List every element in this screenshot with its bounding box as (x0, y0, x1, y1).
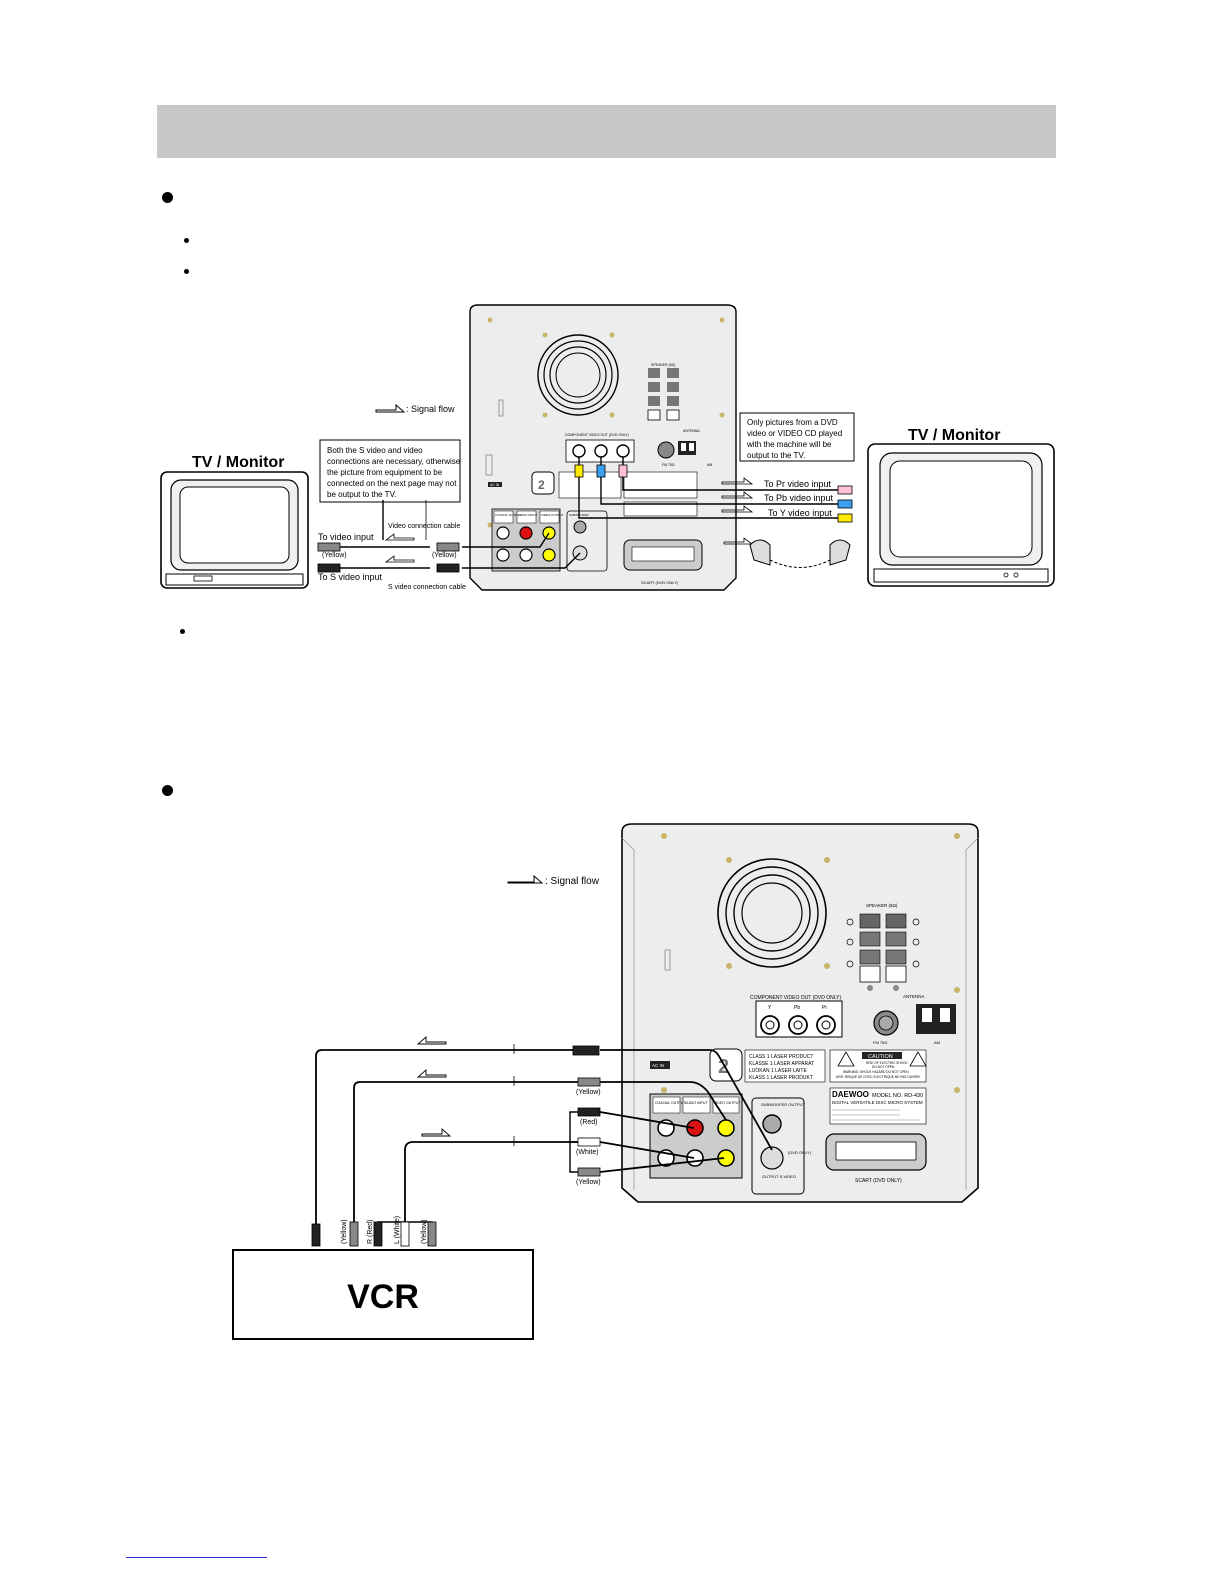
svg-text:AVIS: RISQUE DE CHOC ELECTRIQU: AVIS: RISQUE DE CHOC ELECTRIQUE-NE PAS O… (836, 1075, 921, 1079)
section-header-band (157, 105, 1056, 158)
svg-text:2: 2 (718, 1056, 729, 1078)
white-label: (White) (576, 1149, 599, 1156)
svg-text:R (Red): R (Red) (367, 1219, 374, 1244)
footer-rule (126, 1557, 267, 1558)
svg-text:Only pictures from a DVD: Only pictures from a DVD (747, 418, 838, 427)
bullet-sub-3 (180, 629, 185, 634)
bullet-sub-1 (184, 238, 189, 243)
svg-text:connections are necessary, oth: connections are necessary, otherwise (327, 457, 461, 466)
acin-label-2: AC IN (652, 1063, 664, 1068)
svg-text:OUTPUT S-VIDEO: OUTPUT S-VIDEO (762, 1174, 796, 1179)
svg-text:Both the S video and video: Both the S video and video (327, 446, 423, 455)
svg-text:KLASSE 1 LASER APPARAT: KLASSE 1 LASER APPARAT (749, 1061, 814, 1067)
signal-flow-legend-2: : Signal flow (507, 874, 600, 887)
tv-connection-diagram: : Signal flow TV / Monitor TV / Monitor … (160, 304, 1055, 591)
svg-text:connected on the next page may: connected on the next page may not (327, 479, 457, 488)
fm-label-2: FM 75Ω (873, 1040, 887, 1045)
vcr-title: VCR (347, 1278, 419, 1316)
component-label: COMPONENT VIDEO OUT (DVD ONLY) (565, 433, 629, 437)
yellow-bottom-label: (Yellow) (576, 1179, 601, 1186)
speaker-label: SPEAKER (6Ω) (651, 363, 675, 367)
svg-text:Pr: Pr (822, 1005, 827, 1011)
fm-label: FM 75Ω (662, 463, 675, 467)
bullet-main-2 (162, 785, 173, 796)
scart-label: SCART (DVD ONLY) (641, 580, 679, 585)
to-video-input-label: To video input (318, 532, 374, 542)
svg-text:CAUTION: CAUTION (868, 1054, 893, 1060)
video-output-label: VIDEO OUTPUT (541, 513, 564, 517)
left-cables (340, 500, 581, 569)
scart-cable (749, 539, 851, 568)
tv-left-title: TV / Monitor (192, 454, 284, 471)
speaker-label-2: SPEAKER (6Ω) (866, 903, 898, 908)
vcr-cables (315, 1049, 773, 1230)
signal-flow-legend: : Signal flow (375, 403, 455, 414)
coaxial-label: COAXIAL OUTPUT (495, 513, 521, 517)
unit-rear-panel-2: SPEAKER (6Ω) COMPONENT VIDEO OUT (DVD ON… (621, 823, 979, 1203)
to-y-label: To Y video input (768, 508, 832, 518)
svg-text:DAEWOO: DAEWOO (832, 1090, 869, 1099)
to-pr-label: To Pr video input (764, 479, 832, 489)
svg-text:video or VIDEO CD played: video or VIDEO CD played (747, 429, 842, 438)
svg-text:SCART (DVD ONLY): SCART (DVD ONLY) (855, 1178, 902, 1184)
svg-text:VIDEO OUTPUT: VIDEO OUTPUT (714, 1101, 741, 1105)
svg-text:MODEL NO. RD-430: MODEL NO. RD-430 (872, 1093, 923, 1099)
audio-input-label: AUDIO INPUT (518, 513, 538, 517)
svg-text:AUDIO INPUT: AUDIO INPUT (685, 1101, 708, 1105)
vcr-plugs: (Yellow) R (Red) L (White) (Yellow) (311, 1216, 437, 1247)
svg-text:CLASS 1 LASER PRODUCT: CLASS 1 LASER PRODUCT (749, 1054, 813, 1060)
svg-text:LUOKAN 1 LASER LAITE: LUOKAN 1 LASER LAITE (749, 1068, 807, 1074)
antenna-label-2: ANTENNA (903, 994, 925, 999)
svg-text:2: 2 (538, 478, 545, 492)
bullet-main-1 (162, 192, 173, 203)
yellow-left-label: (Yellow) (322, 552, 347, 559)
bullet-sub-2 (184, 269, 189, 274)
svg-text:COAXIAL OUTPUT: COAXIAL OUTPUT (655, 1101, 686, 1105)
vcr-box: VCR (232, 1249, 534, 1340)
am-label: AM (707, 463, 712, 467)
yellow-right-label: (Yellow) (432, 552, 457, 559)
svg-text:DO NOT OPEN: DO NOT OPEN (872, 1065, 895, 1069)
svg-text:(Yellow): (Yellow) (341, 1219, 348, 1244)
svg-text:Y: Y (768, 1005, 772, 1011)
signal-flow-text-2: : Signal flow (545, 876, 600, 887)
svg-text:SUBWOOFER OUTPUT: SUBWOOFER OUTPUT (761, 1102, 805, 1107)
am-label-2: AM (934, 1040, 940, 1045)
svg-text:KLASS 1 LASER PRODUKT: KLASS 1 LASER PRODUKT (749, 1075, 813, 1081)
svg-text:Pb: Pb (794, 1005, 800, 1011)
signal-flow-text: : Signal flow (406, 404, 455, 414)
tv-monitor-left: TV / Monitor (160, 454, 309, 589)
red-label: (Red) (580, 1119, 598, 1126)
yellow-top-label: (Yellow) (576, 1089, 601, 1096)
antenna-label: ANTENNA (683, 429, 700, 433)
svg-text:with the machine will be: with the machine will be (746, 440, 832, 449)
unit-rear-panel-1: SPEAKER (6Ω) COMPONENT VIDEO OUT (DVD ON… (469, 304, 737, 591)
tv-right-title: TV / Monitor (908, 427, 1000, 444)
svg-text:(Yellow): (Yellow) (421, 1219, 428, 1244)
note-component-box: Only pictures from a DVD video or VIDEO … (739, 412, 855, 462)
svg-text:output to the TV.: output to the TV. (747, 451, 805, 460)
video-cable-label: Video connection cable (388, 523, 460, 530)
to-s-video-input-label: To S video input (318, 572, 383, 582)
svg-text:the picture from equipment to: the picture from equipment to be (327, 468, 443, 477)
svg-text:WARNING: SHOCK HAZARD DO NOT O: WARNING: SHOCK HAZARD DO NOT OPEN. (843, 1070, 910, 1074)
component-label-2: COMPONENT VIDEO OUT (DVD ONLY) (750, 995, 841, 1001)
note-s-video-box: Both the S video and video connections a… (319, 439, 461, 503)
svg-text:DIGITAL VERSATILE DISC MICRO S: DIGITAL VERSATILE DISC MICRO SYSTEM (832, 1100, 923, 1105)
svg-text:L (White): L (White) (394, 1216, 401, 1244)
s-video-cable-label: S video connection cable (388, 584, 466, 591)
svg-text:(DVD ONLY): (DVD ONLY) (788, 1150, 811, 1155)
acin-label: AC IN (490, 483, 500, 487)
svg-text:RISK OF ELECTRIC SHOCK: RISK OF ELECTRIC SHOCK (866, 1061, 908, 1065)
svg-text:be output to the TV.: be output to the TV. (327, 490, 396, 499)
to-pb-label: To Pb video input (764, 493, 834, 503)
tv-monitor-right: TV / Monitor (867, 427, 1055, 587)
